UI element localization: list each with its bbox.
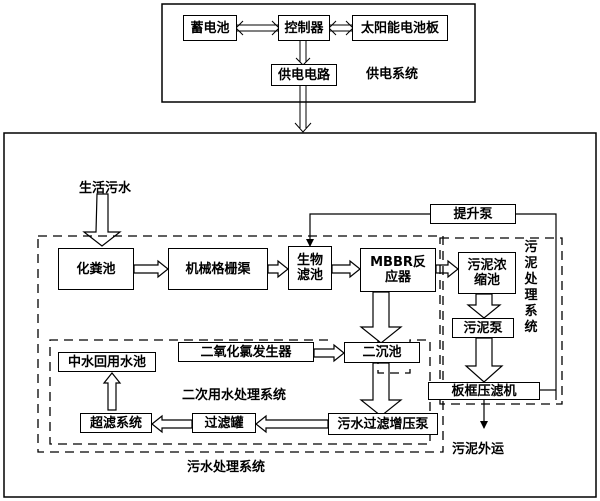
screen-to-biofilter-arrow: [267, 259, 289, 279]
sewage-system-title: 污水处理系统: [187, 460, 266, 475]
secondary-clarifier-box: 二沉池: [344, 342, 420, 363]
sewage-treatment-frame: [37, 235, 444, 453]
ultrafiltration-system-box: 超滤系统: [80, 413, 152, 433]
thickener-to-pump-arrow: [466, 293, 502, 319]
reclaimed-water-tank-box: 中水回用水池: [58, 352, 156, 372]
uf-to-reclaimed-arrow: [102, 372, 122, 411]
mbbr-to-thickener-arrow: [435, 259, 459, 279]
mbbr-to-clarifier-arrow: [359, 291, 403, 344]
biofilter-to-mbbr-arrow: [331, 259, 361, 279]
mbbr-reactor-box: MBBR反应器: [360, 248, 436, 292]
power-circuit-box: 供电电路: [271, 64, 337, 86]
secondary-treatment-title: 二次用水处理系统: [182, 388, 287, 403]
bar-screen-channel-box: 机械格栅渠: [168, 248, 268, 290]
septic-tank-box: 化粪池: [58, 248, 134, 290]
filter-tank-box: 过滤罐: [192, 413, 256, 433]
sewage-system-frame: [3, 132, 597, 498]
booster-to-filter-arrow: [255, 414, 329, 434]
lift-pump-feed-line: [306, 213, 430, 247]
lift-pump-return-line: [516, 213, 557, 400]
sewage-inflow-arrow: [82, 193, 122, 247]
power-system-frame: [161, 3, 476, 103]
controller-to-circuit-arrow: [295, 40, 311, 66]
septic-to-screen-arrow: [133, 259, 169, 279]
chlorine-dioxide-generator-box: 二氧化氯发生器: [178, 342, 314, 362]
plate-filter-press-box: 板框压滤机: [428, 382, 540, 400]
power-system-title: 供电系统: [366, 67, 419, 82]
chlorine-to-clarifier-arrow: [313, 343, 345, 363]
power-to-sewage-arrow: [294, 86, 312, 133]
sludge-system-title: 污泥处理系统: [524, 240, 538, 335]
filter-to-uf-arrow: [151, 414, 193, 434]
battery-box: 蓄电池: [183, 15, 237, 41]
sludge-thickener-box: 污泥浓缩池: [458, 252, 516, 294]
domestic-sewage-label: 生活污水: [79, 181, 132, 196]
battery-controller-link: [235, 20, 280, 36]
controller-box: 控制器: [278, 15, 330, 41]
biofilter-box: 生物滤池: [288, 246, 332, 290]
lift-pump-box: 提升泵: [430, 204, 516, 224]
booster-pump-box: 污水过滤增压泵: [328, 413, 438, 435]
sludge-disposal-label: 污泥外运: [452, 442, 505, 457]
solar-panel-box: 太阳能电池板: [352, 15, 448, 41]
pump-to-press-arrow: [464, 337, 504, 383]
sludge-treatment-frame: [439, 237, 563, 405]
controller-solar-link: [328, 20, 354, 36]
sludge-pump-box: 污泥泵: [452, 318, 514, 338]
clarifier-to-booster-arrow: [359, 362, 403, 417]
